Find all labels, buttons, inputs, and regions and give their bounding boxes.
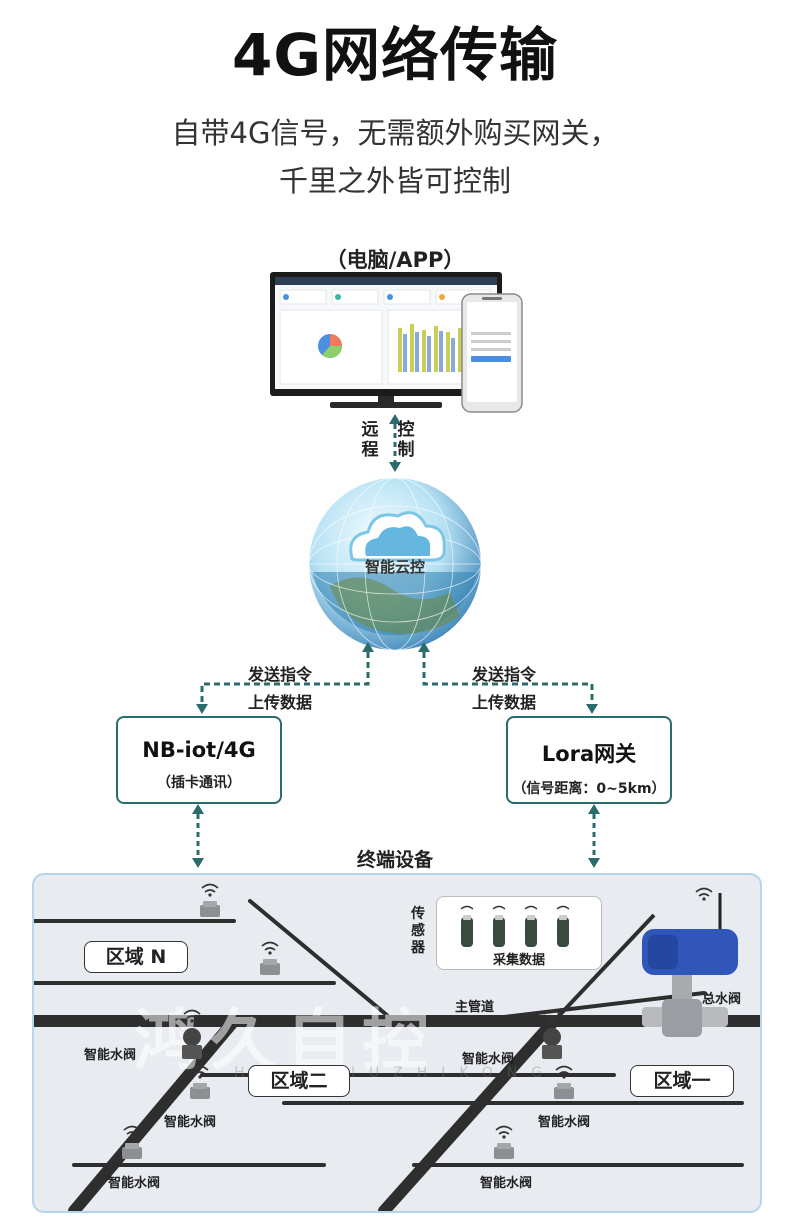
page-title: 4G网络传输 — [232, 21, 558, 89]
nb-iot-title: NB-iot/4G — [142, 738, 256, 762]
smart-valve-label: 智能水阀 — [462, 1052, 515, 1067]
smart-valve-label: 智能水阀 — [480, 1176, 533, 1191]
control-label: 控制 — [397, 420, 415, 460]
smart-valve-icon — [260, 941, 280, 975]
smart-valve-icon — [554, 1065, 574, 1099]
left-link-arrow — [196, 642, 374, 714]
right-upload-label: 上传数据 — [471, 693, 536, 712]
right-terminal-arrow — [588, 804, 600, 868]
lora-note: （信号距离：0~5km） — [512, 781, 666, 797]
subtitle-line-2: 千里之外皆可控制 — [278, 164, 511, 198]
nb-iot-note: （插卡通讯） — [157, 775, 241, 791]
lora-gateway-box: Lora网关 （信号距离：0~5km） — [506, 716, 672, 804]
terminal-devices-title: 终端设备 — [356, 849, 433, 871]
left-send-label: 发送指令 — [247, 665, 312, 684]
right-send-label: 发送指令 — [471, 665, 536, 684]
zone-n-label: 区域 N — [84, 941, 188, 973]
sensor-label: 传感器 — [411, 906, 425, 956]
main-valve-label: 总水阀 — [702, 992, 742, 1007]
nb-iot-box: NB-iot/4G （插卡通讯） — [116, 716, 282, 804]
phone-icon — [461, 293, 523, 413]
cloud-globe-illustration — [308, 477, 482, 651]
pipe-network — [34, 899, 760, 1211]
smart-valve-icon — [542, 1009, 562, 1059]
zone-one-label: 区域一 — [630, 1065, 734, 1097]
smart-valve-icon — [182, 1009, 202, 1059]
device-label: （电脑/APP） — [325, 248, 465, 272]
smart-valve-label: 智能水阀 — [108, 1176, 161, 1191]
smart-valve-label: 智能水阀 — [84, 1048, 137, 1063]
cloud-icon — [349, 511, 446, 562]
sensor-caption: 采集数据 — [492, 953, 545, 968]
smart-valve-icon — [190, 1065, 210, 1099]
remote-control-arrow — [389, 414, 401, 472]
subtitle-line-1: 自带4G信号，无需额外购买网关， — [171, 116, 619, 150]
main-valve-icon — [642, 887, 738, 1037]
smart-valve-icon — [200, 883, 220, 917]
smart-valve-icon — [122, 1125, 142, 1159]
left-upload-label: 上传数据 — [247, 693, 312, 712]
remote-label: 远程 — [361, 420, 379, 460]
zone-two-label: 区域二 — [248, 1065, 350, 1097]
sensor-array-icon — [460, 905, 570, 947]
cloud-label: 智能云控 — [364, 558, 425, 576]
lora-title: Lora网关 — [541, 742, 637, 766]
smart-valve-label: 智能水阀 — [538, 1115, 591, 1130]
right-link-arrow — [418, 642, 598, 714]
smart-valve-label: 智能水阀 — [164, 1115, 217, 1130]
terminal-panel: 鸿久自控 HONGJIUZHIKONG 区域 N 区域二 区域一 — [32, 873, 762, 1213]
smart-valve-icon — [494, 1125, 514, 1159]
main-pipe-label: 主管道 — [455, 1000, 495, 1015]
computer-and-phone-illustration — [270, 272, 523, 413]
left-terminal-arrow — [192, 804, 204, 868]
sensor-box: 采集数据 — [436, 896, 602, 970]
